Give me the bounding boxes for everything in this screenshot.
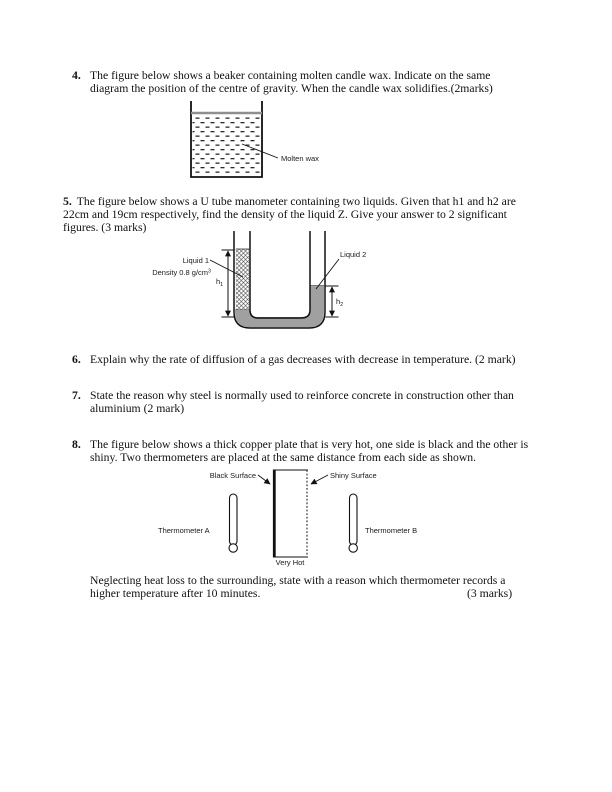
question-5-line-1: 5. The figure below shows a U tube manome… (63, 195, 516, 208)
question-7-line-2: aluminium (2 mark) (90, 401, 185, 415)
liquid1-fill (235, 249, 250, 310)
liquid1-density-label: Density 0.8 g/cm3 (152, 268, 211, 277)
liquid2-leader-line (315, 258, 340, 290)
question-7: 7. State the reason why steel is normall… (72, 389, 514, 416)
question-4: 4. The figure below shows a beaker conta… (72, 69, 493, 96)
closing-line-1: Neglecting heat loss to the surrounding,… (90, 574, 506, 587)
question-6-text: Explain why the rate of diffusion of a g… (90, 353, 516, 366)
question-8-number: 8. (72, 437, 81, 451)
question-5-line-2: 22cm and 19cm respectively, find the den… (63, 207, 507, 221)
utube-outer-wall (233, 231, 326, 329)
question-8: 8. The figure below shows a thick copper… (72, 438, 528, 465)
question-6-number: 6. (72, 352, 81, 366)
closing-line-2-text: higher temperature after 10 minutes. (90, 587, 261, 601)
h1-label: h1 (216, 277, 223, 288)
utube-inner-wall (249, 231, 311, 319)
question-8-closing: Neglecting heat loss to the surrounding,… (90, 574, 512, 601)
liquid-z-fill (235, 285, 324, 328)
liquid2-label: Liquid 2 (340, 250, 366, 259)
molten-wax-leader-line (241, 143, 279, 159)
question-8-line-2: shiny. Two thermometers are placed at th… (90, 450, 477, 464)
question-7-number: 7. (72, 388, 81, 402)
beaker-outline (190, 101, 263, 178)
thermometer-a (228, 493, 238, 553)
question-6-line-1: Explain why the rate of diffusion of a g… (90, 352, 516, 366)
thermometer-b-label: Thermometer B (365, 526, 417, 535)
thermometer-b (348, 493, 358, 553)
thermometer-b-bulb (348, 543, 358, 553)
closing-line-2: higher temperature after 10 minutes. (3 … (90, 587, 512, 601)
black-surface-arrow (257, 474, 271, 485)
question-4-text: The figure below shows a beaker containi… (90, 69, 493, 96)
question-6: 6. Explain why the rate of diffusion of … (72, 353, 516, 366)
beaker-figure: Molten wax (190, 101, 319, 178)
question-5-line-1-text: The figure below shows a U tube manomete… (76, 194, 516, 208)
copper-plate-figure: Black Surface Shiny Surface Thermometer … (158, 469, 417, 567)
shiny-surface-label: Shiny Surface (330, 471, 377, 480)
question-4-line-1: The figure below shows a beaker containi… (90, 69, 491, 82)
question-5-line-3: figures. (3 marks) (63, 221, 147, 235)
molten-wax-fill (192, 115, 261, 176)
question-8-text: The figure below shows a thick copper pl… (90, 438, 528, 465)
utube-figure: Liquid 1 Density 0.8 g/cm3 h1 Liquid 2 h… (152, 231, 366, 329)
very-hot-label: Very Hot (276, 558, 306, 567)
marks-label: (3 marks) (467, 587, 513, 601)
question-4-line-2: diagram the position of the centre of gr… (90, 82, 493, 96)
h1-dimension (221, 249, 235, 318)
question-7-line-1: State the reason why steel is normally u… (90, 388, 514, 402)
shiny-surface-arrow (310, 474, 329, 485)
question-7-text: State the reason why steel is normally u… (90, 389, 514, 416)
liquid1-leader-line (209, 259, 244, 278)
question-5: 5. The figure below shows a U tube manome… (63, 195, 516, 235)
black-surface-label: Black Surface (210, 471, 256, 480)
question-4-number: 4. (72, 69, 81, 82)
molten-wax-label: Molten wax (281, 154, 319, 163)
question-8-line-1: The figure below shows a thick copper pl… (90, 437, 529, 451)
liquid1-label: Liquid 1 (183, 256, 209, 265)
thermometer-a-label: Thermometer A (158, 526, 210, 535)
thermometer-a-bulb (228, 543, 238, 553)
h2-dimension (325, 285, 339, 318)
h2-label: h2 (336, 297, 343, 308)
question-5-number: 5. (63, 194, 72, 208)
copper-plate (273, 470, 308, 557)
